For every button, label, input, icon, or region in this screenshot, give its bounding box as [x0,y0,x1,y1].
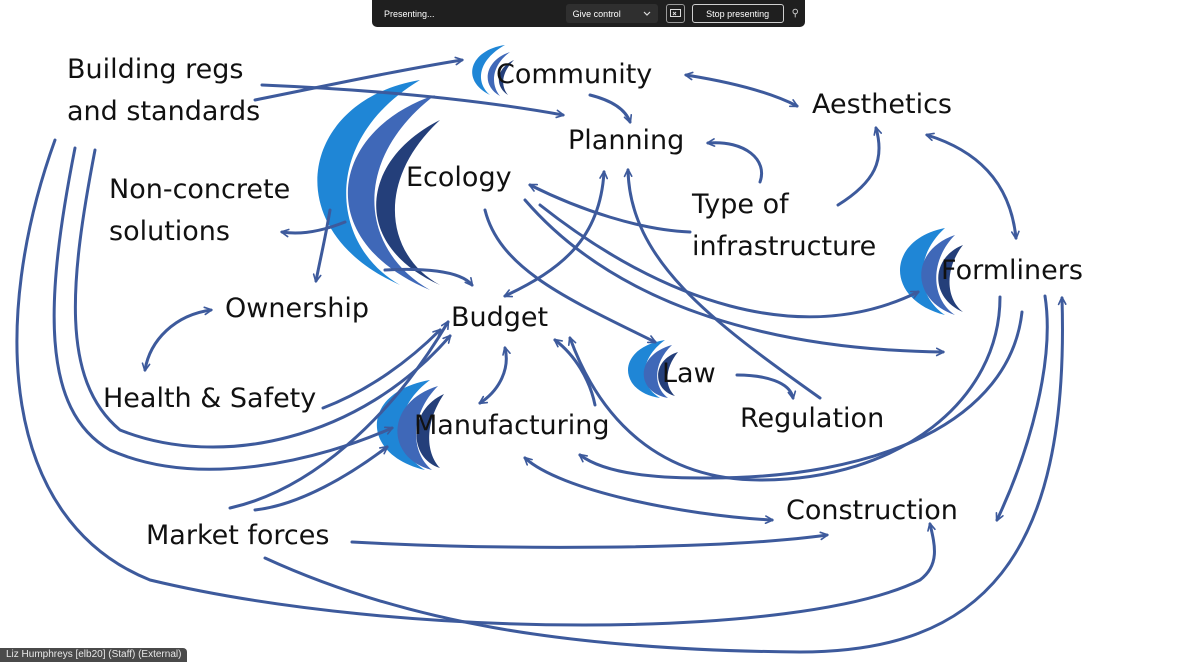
chevron-down-icon [643,9,651,19]
arrow-aesthetics-formliners [925,132,1020,240]
arrow-planning-budget [503,170,609,298]
arrow-regs-community [253,56,464,102]
label-budget: Budget [451,302,549,333]
label-market-forces: Market forces [146,520,330,551]
arrow-logo-ownership [312,208,332,283]
arrow-community-aesthetics [684,71,799,108]
arrow-regs-loop-2 [52,146,394,471]
label-type-of: Type of [692,189,789,220]
arrow-manufacturing-construction [523,456,774,525]
arrow-market-formliners [263,296,1067,654]
label-planning: Planning [568,125,685,156]
arrow-community-planning [588,93,633,124]
wave-logo-community [472,45,514,96]
give-control-dropdown[interactable]: Give control [565,4,658,23]
arrow-market-construction [350,531,829,549]
label-community: Community [496,59,653,90]
arrow-formliners-construction [995,294,1049,522]
arrow-regs-loop-1 [73,148,452,449]
arrow-market-manufacturing [253,445,389,512]
arrow-type-aesthetics [836,126,882,207]
arrow-budget-manufacturing [478,346,511,405]
wave-logo-law [627,340,678,398]
arrow-manufacturing-budget [553,338,597,407]
screen-share-icon[interactable] [665,4,685,23]
label-law: Law [662,358,716,389]
arrows [15,56,1067,654]
label-aesthetics: Aesthetics [812,89,952,120]
arrow-regs-loop-3 [15,138,936,627]
arrow-law-regulation [735,373,797,400]
arrow-type-ecology [528,183,692,234]
presenting-toolbar: Presenting... Give control Stop presenti… [372,0,805,27]
label-solutions: solutions [109,216,230,247]
label-ownership: Ownership [225,293,369,324]
arrow-regs-planning [260,83,565,119]
arrow-ownership-health [141,306,213,372]
label-formliners: Formliners [941,255,1083,286]
presenting-status: Presenting... [384,8,435,19]
label-health-safety: Health & Safety [103,383,317,414]
participant-name-tag: Liz Humphreys [elb20] (Staff) (External) [0,648,188,662]
label-non-concrete: Non-concrete [109,174,291,205]
label-and-standards: and standards [67,96,261,127]
label-regulation: Regulation [740,403,885,434]
pin-icon[interactable]: ⚲ [791,8,799,19]
label-building-regs: Building regs [67,54,244,85]
stop-presenting-button[interactable]: Stop presenting [691,4,784,23]
arrow-logo-nonconcrete [280,220,347,238]
label-ecology: Ecology [406,162,512,193]
arrow-formliners-budget [567,295,1002,482]
label-infrastructure: infrastructure [692,231,877,262]
arrow-health-budget [321,328,442,410]
label-manufacturing: Manufacturing [414,410,610,441]
wave-logo-large [317,80,440,290]
arrow-regulation-planning [623,168,822,400]
arrow-logo-budget [383,267,474,287]
give-control-label: Give control [572,8,621,19]
arrow-type-planning [706,138,763,184]
label-construction: Construction [786,495,958,526]
